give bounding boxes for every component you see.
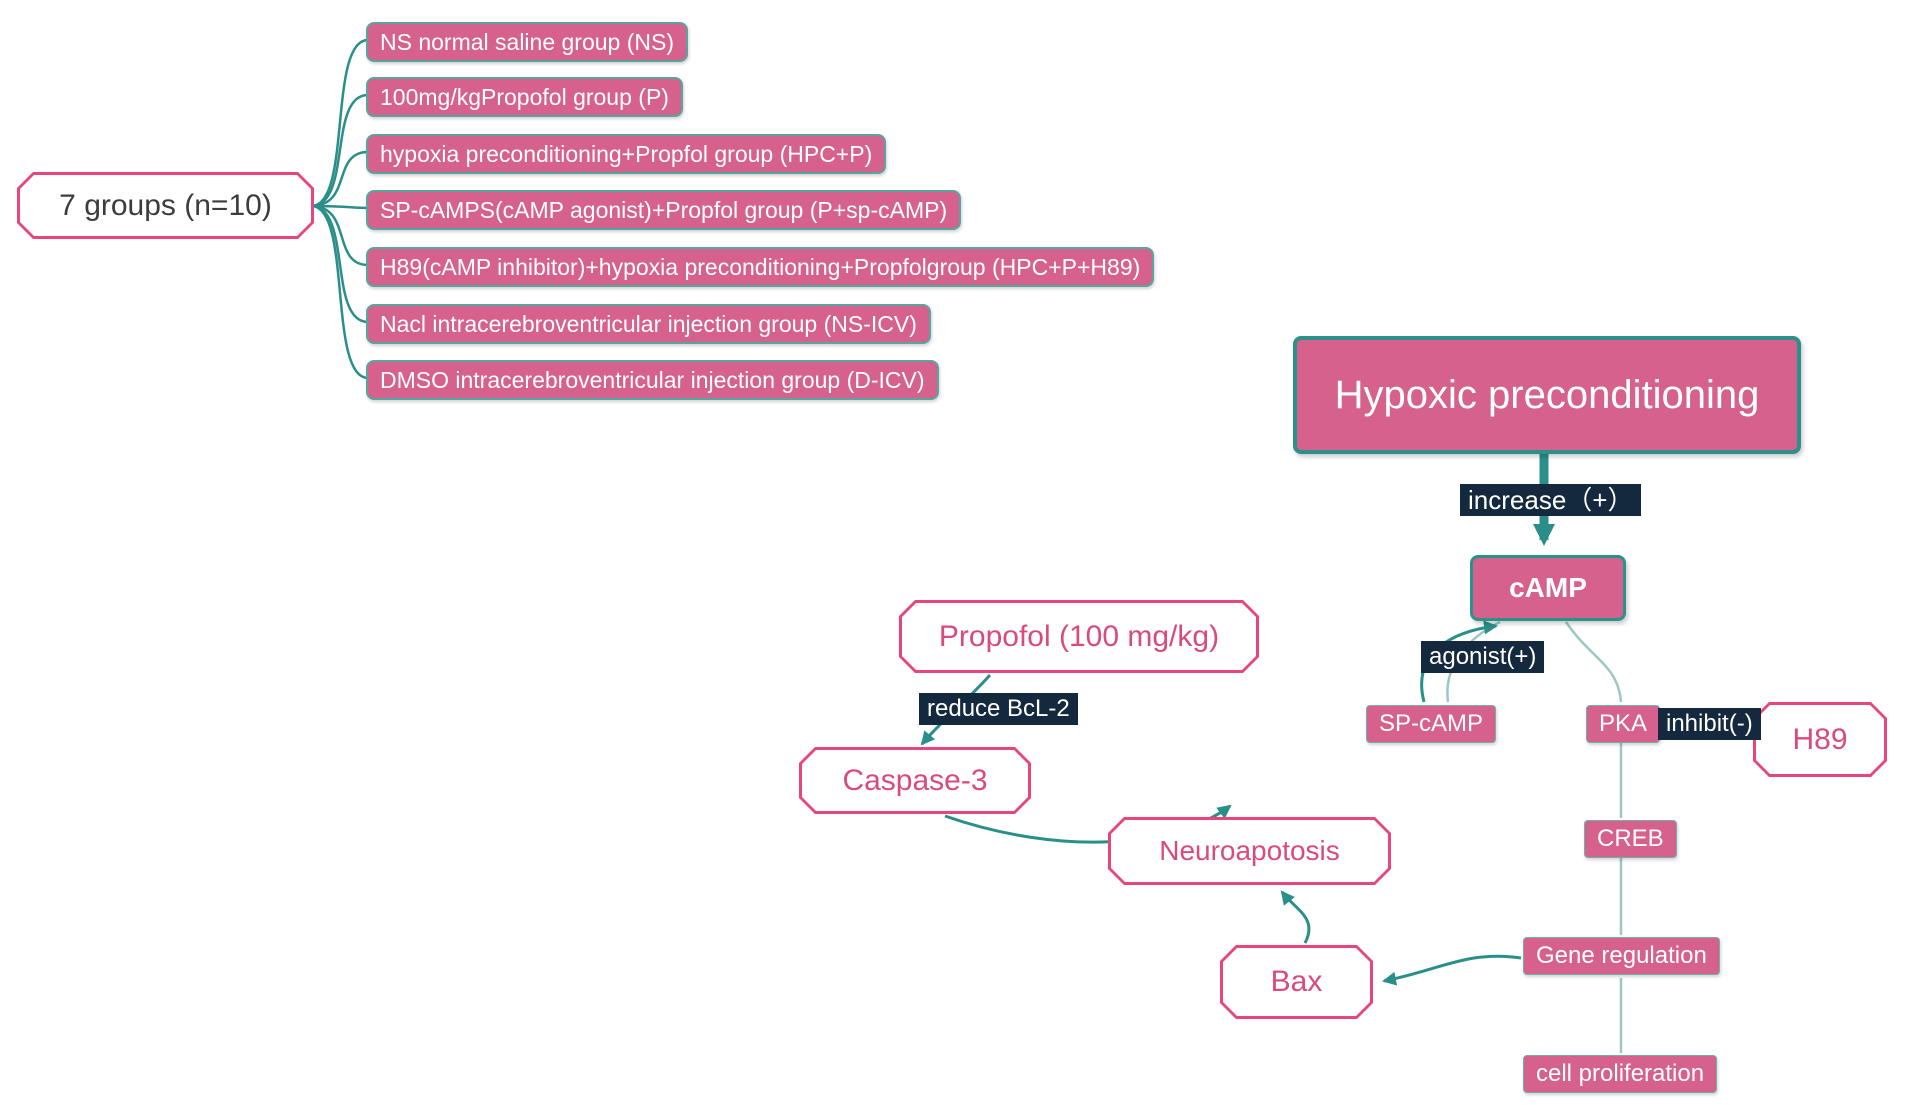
connector-root-to-group-1 — [311, 38, 369, 208]
cell-proliferation-node: cell proliferation — [1523, 1055, 1718, 1093]
h89-node: H89 — [1753, 702, 1887, 777]
group-box-ns: NS normal saline group (NS) — [366, 22, 689, 62]
arrow-bax-to-neuroapoptosis — [1280, 890, 1311, 944]
sp-camp-node: SP-cAMP — [1366, 705, 1497, 743]
hypoxic-preconditioning-label: Hypoxic preconditioning — [1334, 372, 1760, 417]
caspase3-node: Caspase-3 — [799, 747, 1031, 814]
group-box-d-icv: DMSO intracerebroventricular injection g… — [366, 360, 939, 400]
connector-root-to-group-3 — [311, 150, 369, 208]
neuroapoptosis-label: Neuroapotosis — [1111, 820, 1388, 882]
connector-root-to-group-2 — [311, 93, 369, 208]
propofol-node: Propofol (100 mg/kg) — [899, 600, 1259, 673]
bax-label: Bax — [1223, 948, 1370, 1016]
connector-root-to-group-7 — [311, 204, 369, 380]
reduce-bcl2-label: reduce BcL-2 — [919, 693, 1078, 725]
group-box-p: 100mg/kgPropofol group (P) — [366, 77, 683, 117]
bax-node: Bax — [1220, 945, 1373, 1019]
hypoxic-preconditioning-node: Hypoxic preconditioning — [1293, 336, 1801, 454]
propofol-label: Propofol (100 mg/kg) — [902, 603, 1256, 670]
agonist-label: agonist(+) — [1421, 641, 1545, 673]
group-box-h89: H89(cAMP inhibitor)+hypoxia precondition… — [366, 247, 1155, 287]
arrow-gene-regulation-to-bax — [1382, 954, 1522, 986]
h89-label: H89 — [1756, 705, 1884, 774]
group-box-sp-camp: SP-cAMPS(cAMP agonist)+Propfol group (P+… — [366, 190, 962, 230]
gene-regulation-node: Gene regulation — [1523, 937, 1720, 975]
line-camp-to-pka — [1564, 621, 1623, 703]
groups-root-label: 7 groups (n=10) — [20, 175, 311, 236]
increase-label: increase（+） — [1460, 484, 1642, 516]
pka-node: PKA — [1586, 705, 1661, 743]
connector-root-to-group-6 — [311, 204, 369, 324]
group-box-hpc-p: hypoxia preconditioning+Propfol group (H… — [366, 134, 887, 174]
camp-node: cAMP — [1470, 555, 1626, 621]
caspase3-label: Caspase-3 — [802, 750, 1028, 811]
neuroapoptosis-node: Neuroapotosis — [1108, 817, 1391, 885]
inhibit-label: inhibit(-) — [1658, 708, 1761, 740]
camp-label: cAMP — [1509, 572, 1587, 603]
creb-node: CREB — [1584, 820, 1677, 858]
connector-root-to-group-5 — [311, 204, 369, 267]
groups-root-node: 7 groups (n=10) — [17, 172, 314, 239]
group-box-ns-icv: Nacl intracerebroventricular injection g… — [366, 304, 931, 344]
